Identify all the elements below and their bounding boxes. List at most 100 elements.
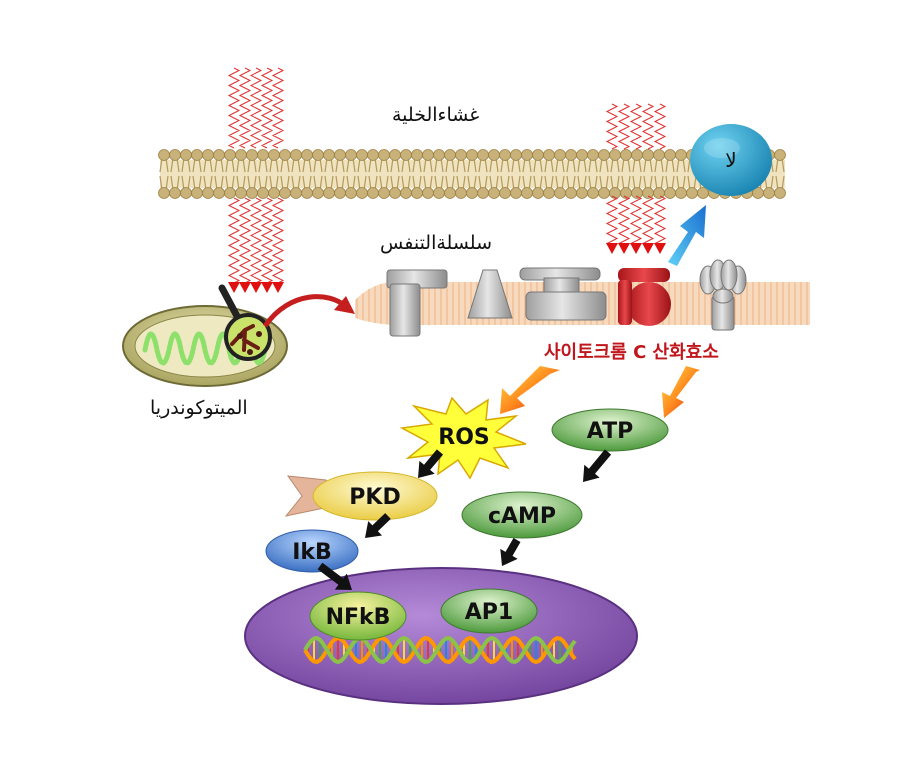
lipid-head [609, 149, 621, 161]
lipid-head [598, 187, 610, 199]
laser-wave-line [227, 197, 241, 284]
nucleus [244, 567, 638, 705]
laser-arrowhead [606, 243, 618, 254]
lipid-head [191, 149, 203, 161]
lipid-head [521, 187, 533, 199]
lipid-head [169, 149, 181, 161]
lipid-head [499, 187, 511, 199]
lipid-head [554, 187, 566, 199]
lipid-head [587, 187, 599, 199]
lipid-head [620, 149, 632, 161]
lipid-head [664, 149, 676, 161]
lipid-head [587, 149, 599, 161]
lipid-head [268, 187, 280, 199]
lipid-head [477, 149, 489, 161]
atp-synthase-complex [699, 259, 747, 331]
black-arrow [418, 449, 444, 478]
lipid-head [686, 187, 698, 199]
black-arrow [500, 538, 521, 566]
pkd-label: PKD [349, 485, 400, 510]
lipid-head [312, 187, 324, 199]
lipid-head [444, 187, 456, 199]
lipid-head [422, 149, 434, 161]
lipid-head [378, 149, 390, 161]
laser-wave-line [605, 195, 619, 247]
lipid-head [367, 149, 379, 161]
black-arrow [365, 513, 391, 538]
lipid-head [488, 149, 500, 161]
lipid-head [169, 187, 181, 199]
laser-arrowhead [618, 243, 630, 254]
laser-wave-line [641, 103, 655, 150]
camp-node: cAMP [461, 491, 583, 539]
lipid-head [642, 187, 654, 199]
laser-arrowhead [228, 282, 240, 293]
ros-label: ROS [438, 425, 490, 450]
lipid-head [400, 187, 412, 199]
lipid-head [378, 187, 390, 199]
lipid-head [444, 149, 456, 161]
black-arrow [583, 449, 612, 482]
lipid-head [774, 149, 786, 161]
lipid-head [180, 187, 192, 199]
lipid-head [158, 187, 170, 199]
lipid-head [774, 187, 786, 199]
laser-arrowhead [261, 282, 273, 293]
curved-arrow-icon [262, 294, 355, 328]
lipid-head [389, 149, 401, 161]
atp-label: ATP [587, 419, 633, 444]
lipid-head [653, 149, 665, 161]
lipid-head [191, 187, 203, 199]
lipid-head [213, 187, 225, 199]
lipid-head [257, 149, 269, 161]
lipid-head [268, 149, 280, 161]
lipid-head [664, 187, 676, 199]
laser-wave-line [653, 195, 667, 247]
laser-wave-line [653, 103, 667, 150]
laser-wave-line [271, 197, 285, 284]
dna-helix-icon [303, 635, 577, 665]
lipid-head [202, 149, 214, 161]
laser-arrowhead [239, 282, 251, 293]
lipid-head [510, 149, 522, 161]
lipid-head [323, 149, 335, 161]
lipid-head [466, 149, 478, 161]
respiratory-chain-label: سلسلةالتنفس [380, 232, 493, 254]
lipid-head [334, 149, 346, 161]
lipid-head [224, 149, 236, 161]
laser-wave-line [641, 195, 655, 247]
laser-arrowhead [654, 243, 666, 254]
lipid-head [642, 149, 654, 161]
lipid-head [521, 149, 533, 161]
lipid-head [565, 149, 577, 161]
lipid-head [675, 187, 687, 199]
lipid-head [609, 187, 621, 199]
lipid-head [312, 149, 324, 161]
lipid-head [554, 149, 566, 161]
laser-wave-line [260, 197, 274, 284]
lipid-head [598, 149, 610, 161]
lipid-head [532, 149, 544, 161]
lipid-head [411, 187, 423, 199]
lipid-head [235, 187, 247, 199]
lipid-head [202, 187, 214, 199]
lipid-head [367, 187, 379, 199]
cell-membrane-label: غشاءالخلية [392, 104, 480, 126]
laser-arrowhead [630, 243, 642, 254]
laser-wave-line [617, 195, 631, 247]
nfkb-label: NFkB [326, 605, 391, 630]
lipid-head [455, 149, 467, 161]
lipid-head [158, 149, 170, 161]
no-molecule-icon [690, 124, 772, 196]
lipid-head [290, 187, 302, 199]
lipid-head [499, 149, 511, 161]
lipid-head [224, 187, 236, 199]
complex-1 [386, 269, 448, 337]
lipid-head [213, 149, 225, 161]
lipid-head [455, 187, 467, 199]
laser-wave-line [271, 67, 285, 149]
lipid-head [301, 149, 313, 161]
lipid-head [576, 187, 588, 199]
